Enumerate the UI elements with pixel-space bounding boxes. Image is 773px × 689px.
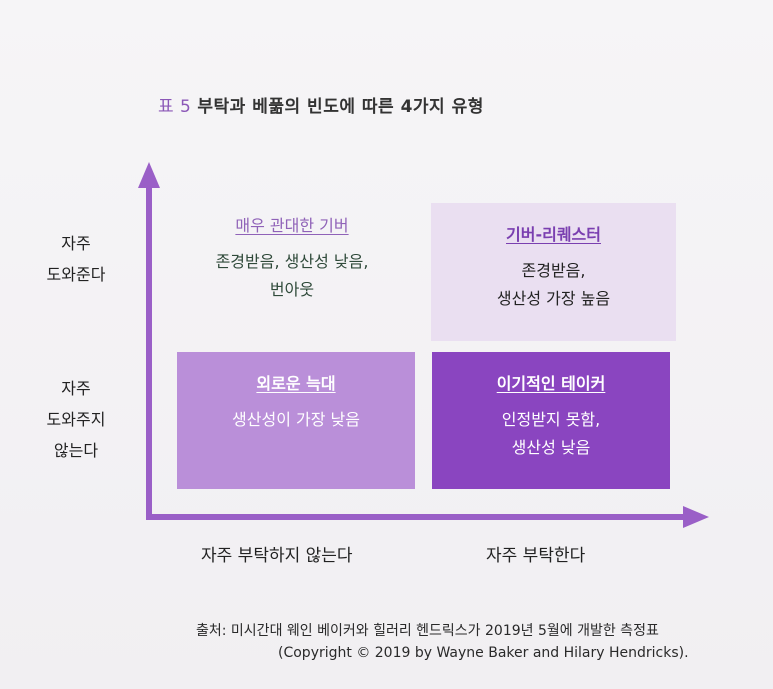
y-label-lower-line: 도와주지	[46, 410, 106, 429]
y-axis-line	[146, 185, 152, 519]
y-label-upper-line: 도와준다	[46, 265, 106, 284]
quadrant-desc-line: 번아웃	[269, 280, 315, 299]
x-axis-line	[146, 514, 686, 520]
quadrant-generous-giver: 매우 관대한 기버 존경받음, 생산성 낮음, 번아웃	[166, 212, 418, 344]
y-axis-arrow-icon	[138, 162, 160, 188]
quadrant-desc-line: 존경받음, 생산성 낮음,	[215, 252, 369, 271]
quadrant-title: 매우 관대한 기버	[235, 216, 349, 235]
quadrant-title: 외로운 늑대	[256, 374, 336, 393]
quadrant-title: 기버-리퀘스터	[506, 225, 601, 244]
table-number: 표 5	[158, 97, 192, 117]
quadrant-desc-line: 존경받음,	[521, 261, 586, 280]
table-title-text: 부탁과 베풂의 빈도에 따른 4가지 유형	[197, 97, 484, 117]
source-note: 출처: 미시간대 웨인 베이커와 힐러리 헨드릭스가 2019년 5월에 개발한…	[196, 620, 689, 664]
x-label-left: 자주 부탁하지 않는다	[201, 546, 353, 566]
quadrant-title: 이기적인 테이커	[496, 374, 606, 393]
quadrant-desc-line: 생산성 가장 높음	[496, 289, 611, 308]
y-label-lower-line: 않는다	[53, 441, 99, 460]
y-label-lower: 자주 도와주지 않는다	[16, 373, 136, 466]
y-label-upper: 자주 도와준다	[16, 228, 136, 290]
quadrant-desc-line: 생산성이 가장 낮음	[232, 410, 360, 429]
y-label-upper-line: 자주	[61, 234, 91, 253]
quadrant-selfish-taker: 이기적인 테이커 인정받지 못함, 생산성 낮음	[432, 352, 670, 489]
quadrant-giver-requester: 기버-리퀘스터 존경받음, 생산성 가장 높음	[431, 203, 676, 341]
copyright-line: (Copyright © 2019 by Wayne Baker and Hil…	[278, 645, 689, 661]
y-label-lower-line: 자주	[61, 379, 91, 398]
x-axis-arrow-icon	[683, 506, 709, 528]
quadrant-desc-line: 생산성 낮음	[511, 438, 591, 457]
source-line: 출처: 미시간대 웨인 베이커와 힐러리 헨드릭스가 2019년 5월에 개발한…	[196, 623, 659, 639]
x-label-right: 자주 부탁한다	[486, 546, 586, 566]
quadrant-desc-line: 인정받지 못함,	[501, 410, 601, 429]
quadrant-lone-wolf: 외로운 늑대 생산성이 가장 낮음	[177, 352, 415, 489]
